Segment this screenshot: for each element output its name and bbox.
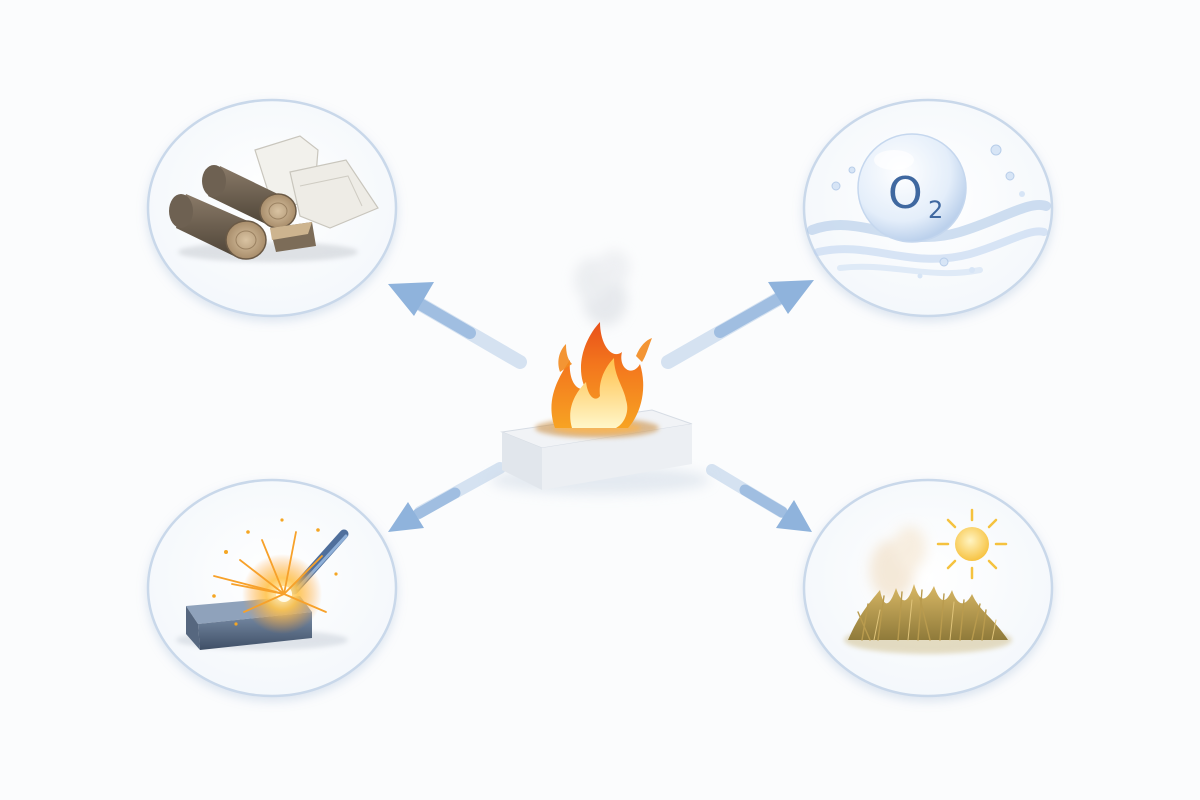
- flame-icon: [551, 322, 652, 428]
- oxygen-molecule-icon: O 2: [807, 133, 1051, 279]
- smoke-icon: [574, 250, 630, 326]
- sun-icon: [936, 508, 1008, 580]
- sun-dry-grass-icon: [844, 508, 1012, 654]
- arrow-to-heat: [706, 464, 812, 532]
- sparks-metal-bar-icon: [176, 518, 349, 650]
- arrow-to-oxygen: [661, 280, 814, 369]
- node-heat: [802, 478, 1054, 698]
- wood-logs-paper-icon: [169, 135, 379, 262]
- arrow-to-fuel: [388, 282, 527, 369]
- oxygen-subscript: 2: [928, 196, 943, 224]
- node-fuel: [146, 98, 398, 318]
- node-ignition: [146, 478, 398, 698]
- burning-block-icon: [490, 250, 710, 494]
- node-oxygen: O 2: [802, 98, 1054, 318]
- arrow-to-ignition: [388, 462, 506, 532]
- oxygen-symbol: O: [888, 168, 923, 219]
